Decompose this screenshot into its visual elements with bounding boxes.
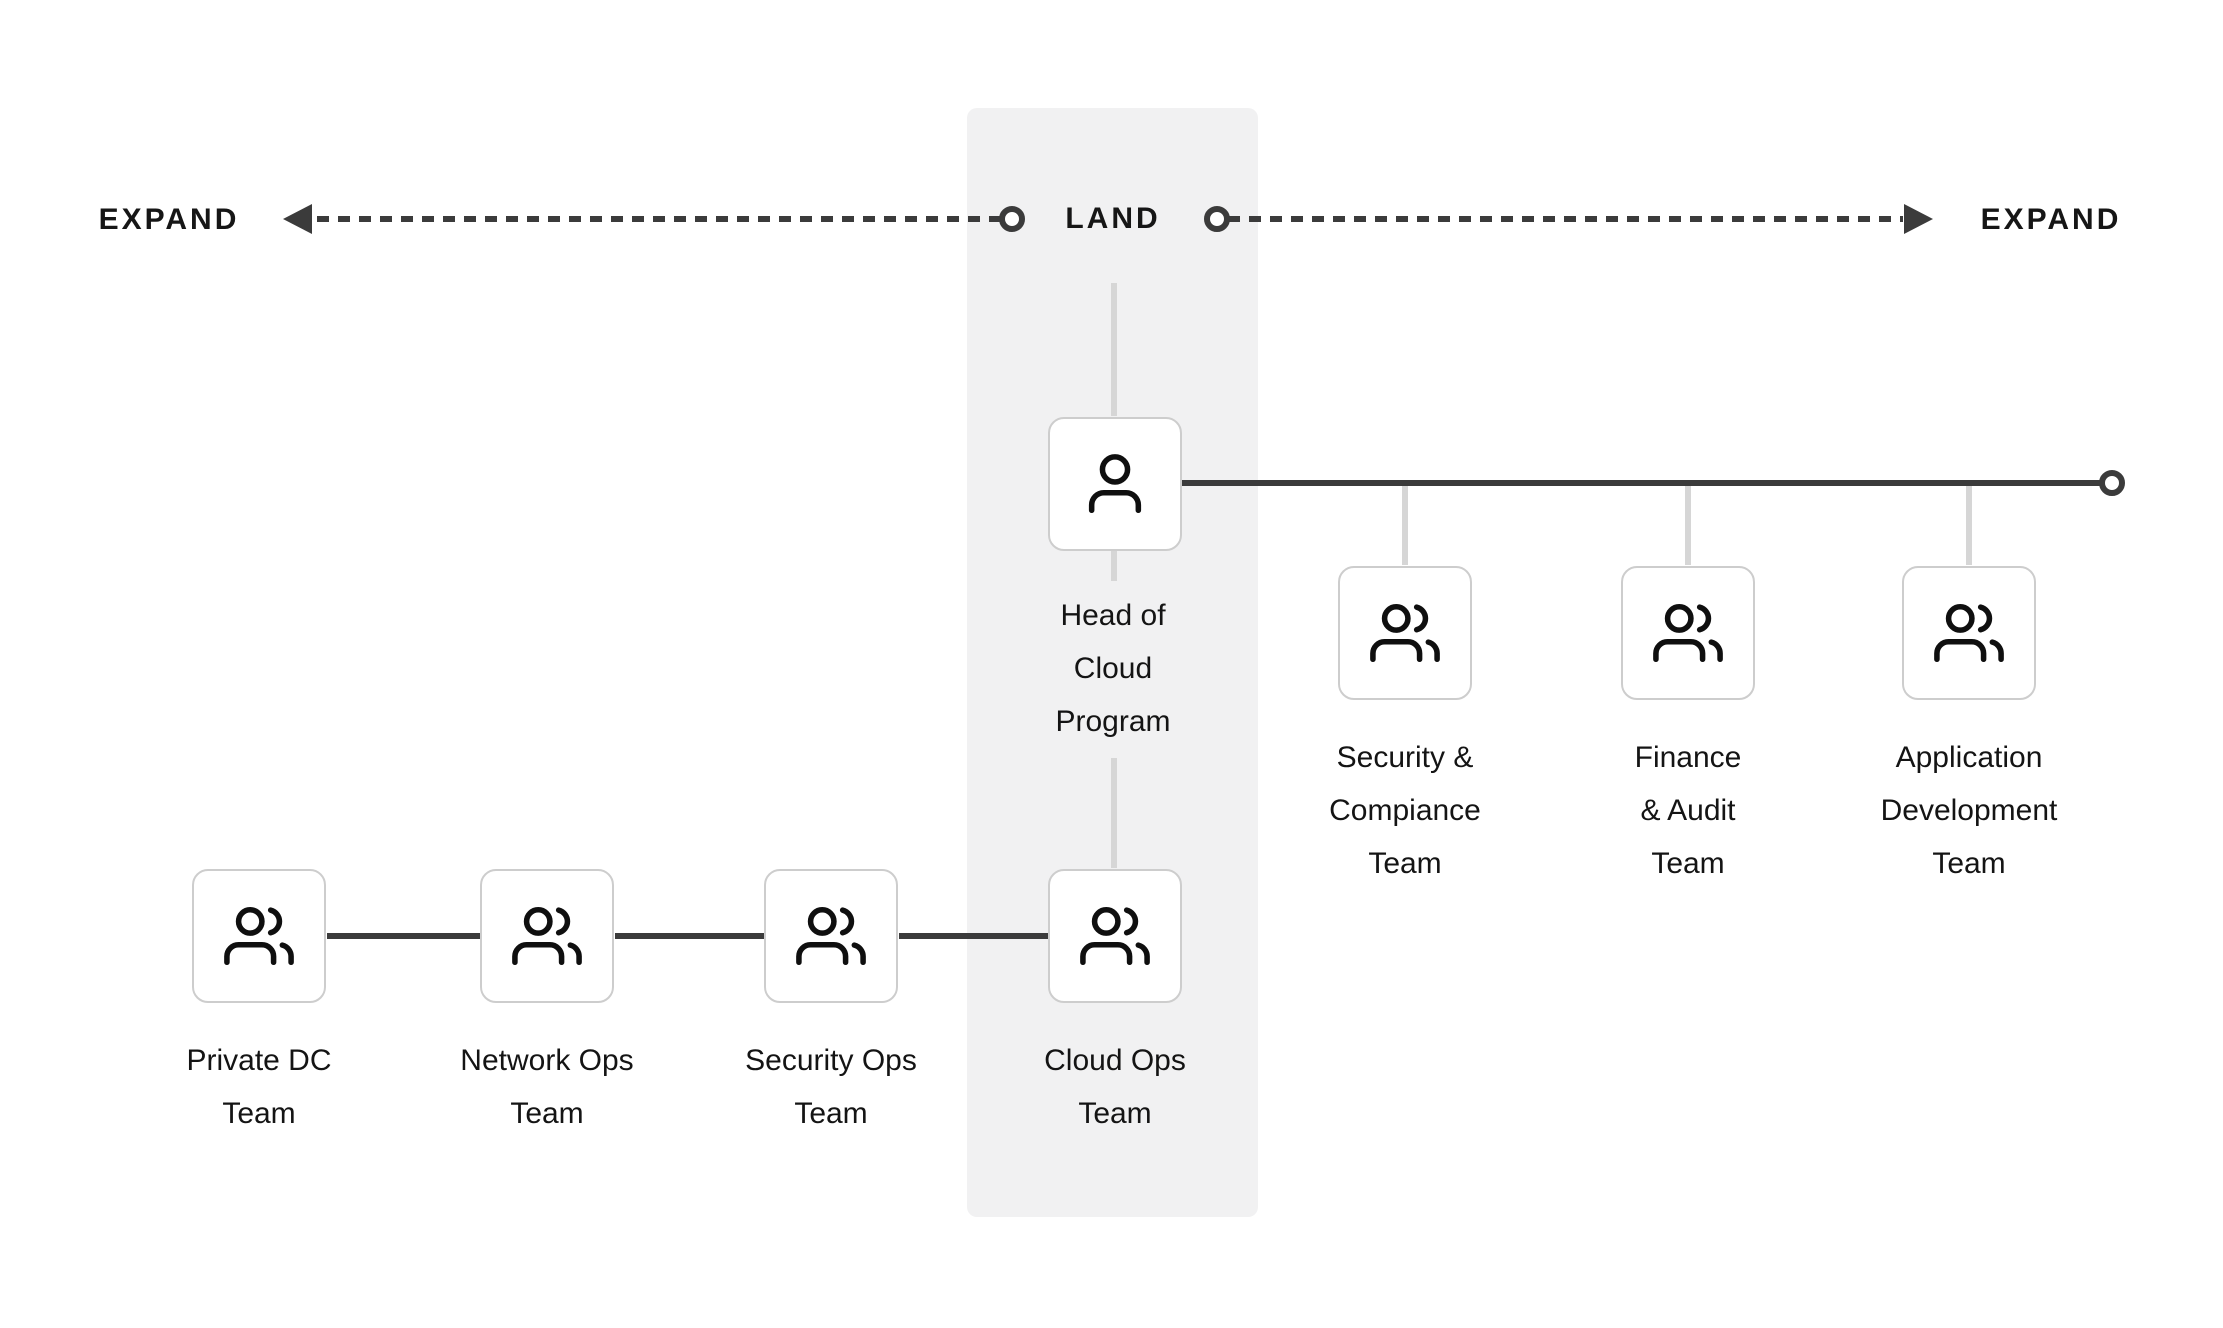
- users-icon: [796, 906, 866, 966]
- node-cloud-ops-team: [1048, 869, 1182, 1003]
- users-icon: [1370, 603, 1440, 663]
- node-label-private-dc-team: Private DC Team: [186, 1044, 332, 1130]
- land-label: LAND: [1065, 202, 1161, 235]
- node-network-ops-team: [480, 869, 614, 1003]
- node-application-development-team: [1902, 566, 2036, 700]
- node-finance-audit-team: [1621, 566, 1755, 700]
- users-icon: [1653, 603, 1723, 663]
- node-label-application-development-team: Application Development Team: [1880, 741, 2058, 880]
- node-label-finance-audit-team: Finance & Audit Team: [1634, 741, 1742, 880]
- node-label-head-of-cloud-program: Head of Cloud Program: [1055, 599, 1171, 738]
- users-icon: [1934, 603, 2004, 663]
- land-right-ring-icon: [1204, 206, 1230, 232]
- node-label-cloud-ops-team: Cloud Ops Team: [1044, 1044, 1186, 1130]
- node-label-security-compliance-team: Security & Compiance Team: [1329, 741, 1481, 880]
- trunk-end-ring-icon: [2099, 470, 2125, 496]
- expand-left-label: EXPAND: [98, 203, 240, 236]
- node-head-of-cloud-program: [1048, 417, 1182, 551]
- node-private-dc-team: [192, 869, 326, 1003]
- node-security-compliance-team: [1338, 566, 1472, 700]
- expand-left-arrowhead-icon: [283, 204, 312, 234]
- node-label-security-ops-team: Security Ops Team: [745, 1044, 917, 1130]
- expand-right-arrowhead-icon: [1904, 204, 1933, 234]
- node-security-ops-team: [764, 869, 898, 1003]
- expand-right-label: EXPAND: [1980, 203, 2122, 236]
- users-icon: [512, 906, 582, 966]
- users-icon: [224, 906, 294, 966]
- land-left-ring-icon: [999, 206, 1025, 232]
- node-label-network-ops-team: Network Ops Team: [460, 1044, 634, 1130]
- users-icon: [1080, 906, 1150, 966]
- user-icon: [1088, 454, 1142, 514]
